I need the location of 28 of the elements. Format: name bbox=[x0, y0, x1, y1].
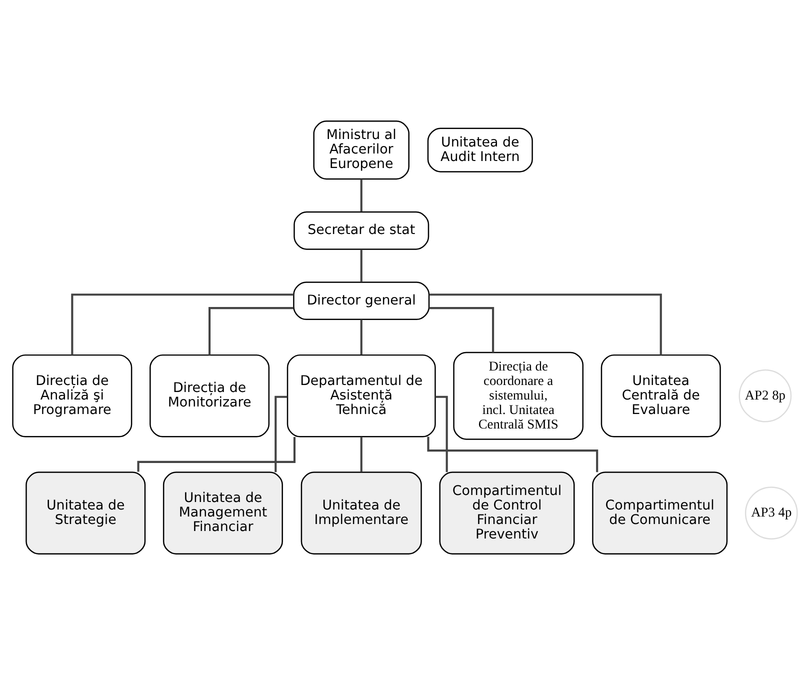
connector bbox=[71, 294, 294, 355]
node-box: Direcția de Analiză şi Programare bbox=[12, 354, 132, 438]
node-box: Unitatea de Implementare bbox=[300, 472, 422, 554]
node-box: Compartimentul de Control Financiar Preventiv bbox=[439, 472, 575, 554]
connector bbox=[360, 179, 362, 212]
node-box: Unitatea de Management Financiar bbox=[162, 472, 283, 554]
node-box: Unitatea de Audit Intern bbox=[427, 128, 533, 172]
connector bbox=[208, 307, 294, 356]
node-box: Direcția de Monitorizare bbox=[150, 354, 270, 438]
node-box: Ministru al Afacerilor Europene bbox=[313, 120, 410, 180]
node-box: Unitatea de Strategie bbox=[26, 472, 146, 554]
connector bbox=[274, 396, 288, 472]
connector bbox=[435, 396, 448, 472]
node-box: Unitatea Centrală de Evaluare bbox=[600, 354, 721, 438]
node-box: Director general bbox=[293, 282, 430, 320]
connector bbox=[137, 436, 296, 472]
node-circle: AP2 8p bbox=[738, 369, 792, 422]
connector bbox=[360, 320, 362, 355]
connector bbox=[429, 294, 662, 355]
node-box: Compartimentul de Comunicare bbox=[592, 472, 728, 554]
connector bbox=[429, 307, 494, 352]
node-box: Departamentul de Asistență Tehnică bbox=[286, 354, 436, 438]
node-circle: AP3 4p bbox=[744, 486, 798, 540]
node-box: Secretar de stat bbox=[294, 211, 430, 250]
node-box: Direcția de coordonare a sistemului, incl. Unitatea Centrală SMIS bbox=[453, 352, 584, 440]
connector bbox=[360, 436, 362, 472]
connector bbox=[427, 436, 598, 472]
connector bbox=[360, 249, 362, 282]
